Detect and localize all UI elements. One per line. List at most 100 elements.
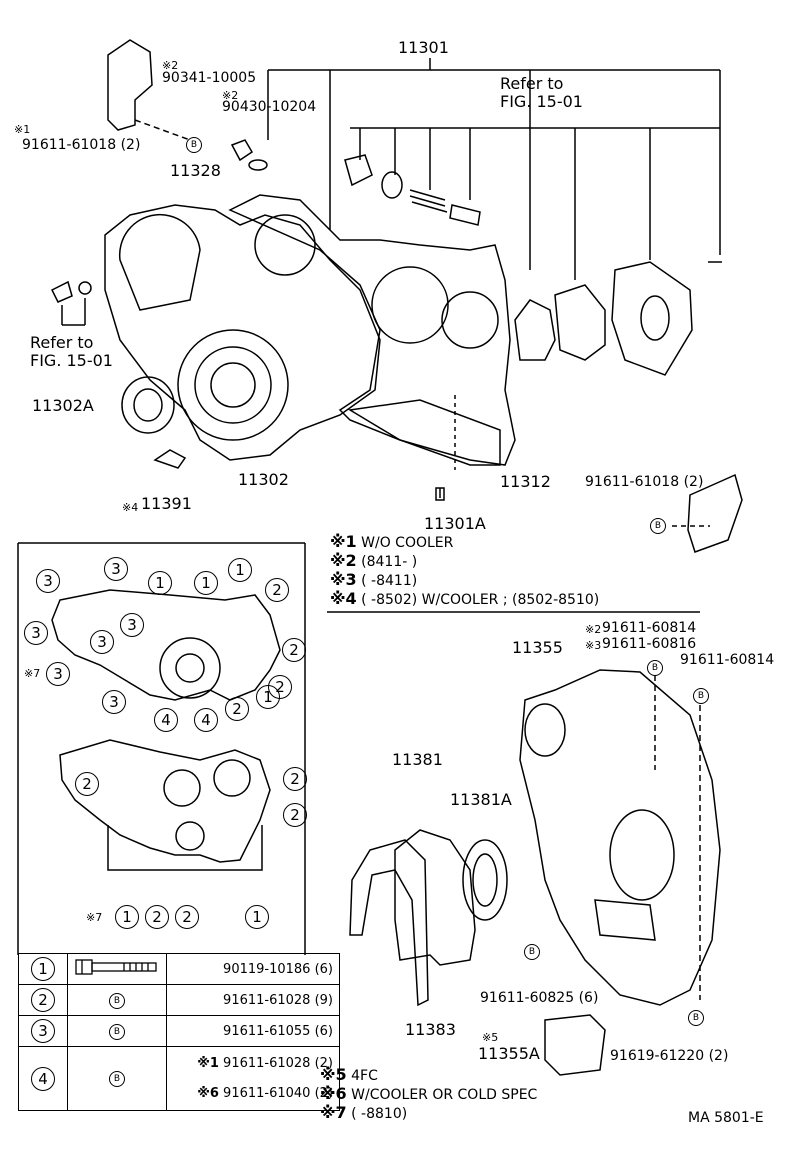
b-symbol: B bbox=[688, 1010, 704, 1026]
note-text: (8411- ) bbox=[361, 554, 418, 570]
gasket-callout: 3 bbox=[24, 621, 48, 645]
label-91611-60814-a: 91611-60814 bbox=[602, 620, 697, 636]
label-11381A: 11381A bbox=[450, 790, 512, 809]
label-fig-15-01-top: FIG. 15-01 bbox=[500, 92, 583, 111]
gasket-callout: 3 bbox=[46, 662, 70, 686]
gasket-callout: 1 bbox=[245, 905, 269, 929]
drain-plug bbox=[230, 139, 254, 162]
notes-top: ※1 W/O COOLER ※2 (8411- ) ※3 ( -8411) ※4… bbox=[330, 533, 599, 609]
label-11302: 11302 bbox=[238, 470, 289, 489]
gasket-callout: 2 bbox=[283, 767, 307, 791]
b-symbol: B bbox=[693, 688, 709, 704]
mark-3-a: ※3 bbox=[585, 639, 602, 652]
legend-row: 2 B 91611-61028 (9) bbox=[18, 984, 340, 1016]
note-text: ( -8502) W/COOLER ; (8502-8510) bbox=[361, 592, 600, 608]
mark-4-a: ※4 bbox=[122, 501, 139, 514]
legend-number: 3 bbox=[31, 1019, 55, 1043]
gasket-callout: 1 bbox=[148, 571, 172, 595]
bolt-left bbox=[50, 280, 73, 303]
legend-number: 1 bbox=[31, 957, 55, 981]
label-11383: 11383 bbox=[405, 1020, 456, 1039]
label-90341-10005: 90341-10005 bbox=[162, 70, 257, 86]
leader-lines-11301 bbox=[267, 58, 721, 280]
b-symbol: B bbox=[109, 992, 125, 1009]
b-symbol: B bbox=[524, 944, 540, 960]
legend-sub-part: 91611-61040 (2) bbox=[223, 1085, 333, 1101]
gasket-panel bbox=[17, 542, 700, 955]
label-11355: 11355 bbox=[512, 638, 563, 657]
gasket-callout: 3 bbox=[90, 630, 114, 654]
gasket-callout: 2 bbox=[175, 905, 199, 929]
note-mark: ※2 bbox=[330, 551, 357, 570]
sensor-11391 bbox=[153, 449, 187, 469]
legend-number: 4 bbox=[31, 1066, 55, 1091]
note-text: W/O COOLER bbox=[361, 535, 454, 551]
mark-7-b: ※7 bbox=[86, 911, 103, 924]
note-mark: ※1 bbox=[330, 532, 357, 551]
end-plate-11355 bbox=[519, 669, 721, 1006]
label-11328: 11328 bbox=[170, 161, 221, 180]
gasket-callout: 2 bbox=[283, 803, 307, 827]
rear-oil-seal-11381A bbox=[462, 839, 508, 921]
legend-row: 1 90119-10186 (6) bbox=[18, 953, 340, 985]
gasket-callout: 1 bbox=[194, 571, 218, 595]
legend-number: 2 bbox=[31, 988, 55, 1012]
label-91611-61018-right: 91611-61018 (2) bbox=[585, 474, 704, 490]
gasket-upper bbox=[51, 589, 281, 701]
gasket-11383 bbox=[349, 839, 429, 1007]
legend-sub-mark: ※1 bbox=[197, 1055, 219, 1071]
mark-2-b: ※2 bbox=[222, 89, 239, 102]
label-91611-60825: 91611-60825 (6) bbox=[480, 990, 599, 1006]
label-11301A: 11301A bbox=[424, 514, 486, 533]
legend-row: 3 B 91611-61055 (6) bbox=[18, 1015, 340, 1047]
gasket-lower bbox=[59, 739, 271, 863]
bracket-right bbox=[687, 473, 743, 553]
label-91619-61220: 91619-61220 (2) bbox=[610, 1048, 729, 1064]
mark-7-a: ※7 bbox=[24, 667, 41, 680]
page-code: MA 5801-E bbox=[688, 1110, 764, 1126]
legend-sub-mark: ※6 bbox=[197, 1085, 219, 1101]
seal-retainer-11381 bbox=[394, 829, 476, 966]
note-text: W/COOLER OR COLD SPEC bbox=[351, 1087, 538, 1103]
mark-2-a: ※2 bbox=[162, 59, 179, 72]
cover-seal-boss bbox=[177, 329, 289, 441]
b-symbol: B bbox=[186, 137, 202, 153]
legend-row: 4 B ※1 91611-61028 (2) ※6 91611-61040 (2… bbox=[18, 1046, 340, 1111]
gasket-callout: 3 bbox=[36, 569, 60, 593]
gasket-callout: 4 bbox=[194, 708, 218, 732]
note-mark: ※4 bbox=[330, 589, 357, 608]
oil-seal-11302A bbox=[121, 376, 175, 434]
mark-1-a: ※1 bbox=[14, 123, 31, 136]
gasket-callout: 4 bbox=[154, 708, 178, 732]
label-91611-60814-b: 91611-60814 bbox=[680, 652, 775, 668]
label-refer-to-left: Refer to bbox=[30, 333, 94, 352]
gasket-callout: 3 bbox=[120, 613, 144, 637]
label-11302A: 11302A bbox=[32, 396, 94, 415]
gasket-callout: 2 bbox=[145, 905, 169, 929]
legend-part: 91611-61028 (9) bbox=[223, 992, 333, 1008]
mark-5-a: ※5 bbox=[482, 1031, 499, 1044]
gasket-callout: 2 bbox=[265, 578, 289, 602]
label-refer-to-top: Refer to bbox=[500, 74, 564, 93]
label-11381: 11381 bbox=[392, 750, 443, 769]
gasket-callout: 2 bbox=[75, 772, 99, 796]
b-symbol: B bbox=[109, 1023, 125, 1040]
gasket-callout: 1 bbox=[256, 685, 280, 709]
label-11391: 11391 bbox=[141, 494, 192, 513]
gasket-callout: 1 bbox=[228, 558, 252, 582]
gasket-callout: 3 bbox=[102, 690, 126, 714]
notes-bottom: ※5 4FC ※6 W/COOLER OR COLD SPEC ※7 ( -88… bbox=[320, 1066, 537, 1123]
legend-part: 90119-10186 (6) bbox=[223, 961, 333, 977]
note-text: 4FC bbox=[351, 1068, 378, 1084]
fastener-legend-table: 1 90119-10186 (6) 2 B 91611-61028 (9) 3 … bbox=[18, 953, 340, 1111]
oil-pump-parts bbox=[344, 154, 722, 376]
gasket-callout: 3 bbox=[104, 557, 128, 581]
gasket-callout: 2 bbox=[282, 638, 306, 662]
label-90430-10204: 90430-10204 bbox=[222, 99, 317, 115]
legend-sub-part: 91611-61028 (2) bbox=[223, 1055, 333, 1071]
label-fig-15-01-left: FIG. 15-01 bbox=[30, 351, 113, 370]
legend-part: 91611-61055 (6) bbox=[223, 1023, 333, 1039]
label-91611-60816: 91611-60816 bbox=[602, 636, 697, 652]
gasket-callout: 2 bbox=[225, 697, 249, 721]
